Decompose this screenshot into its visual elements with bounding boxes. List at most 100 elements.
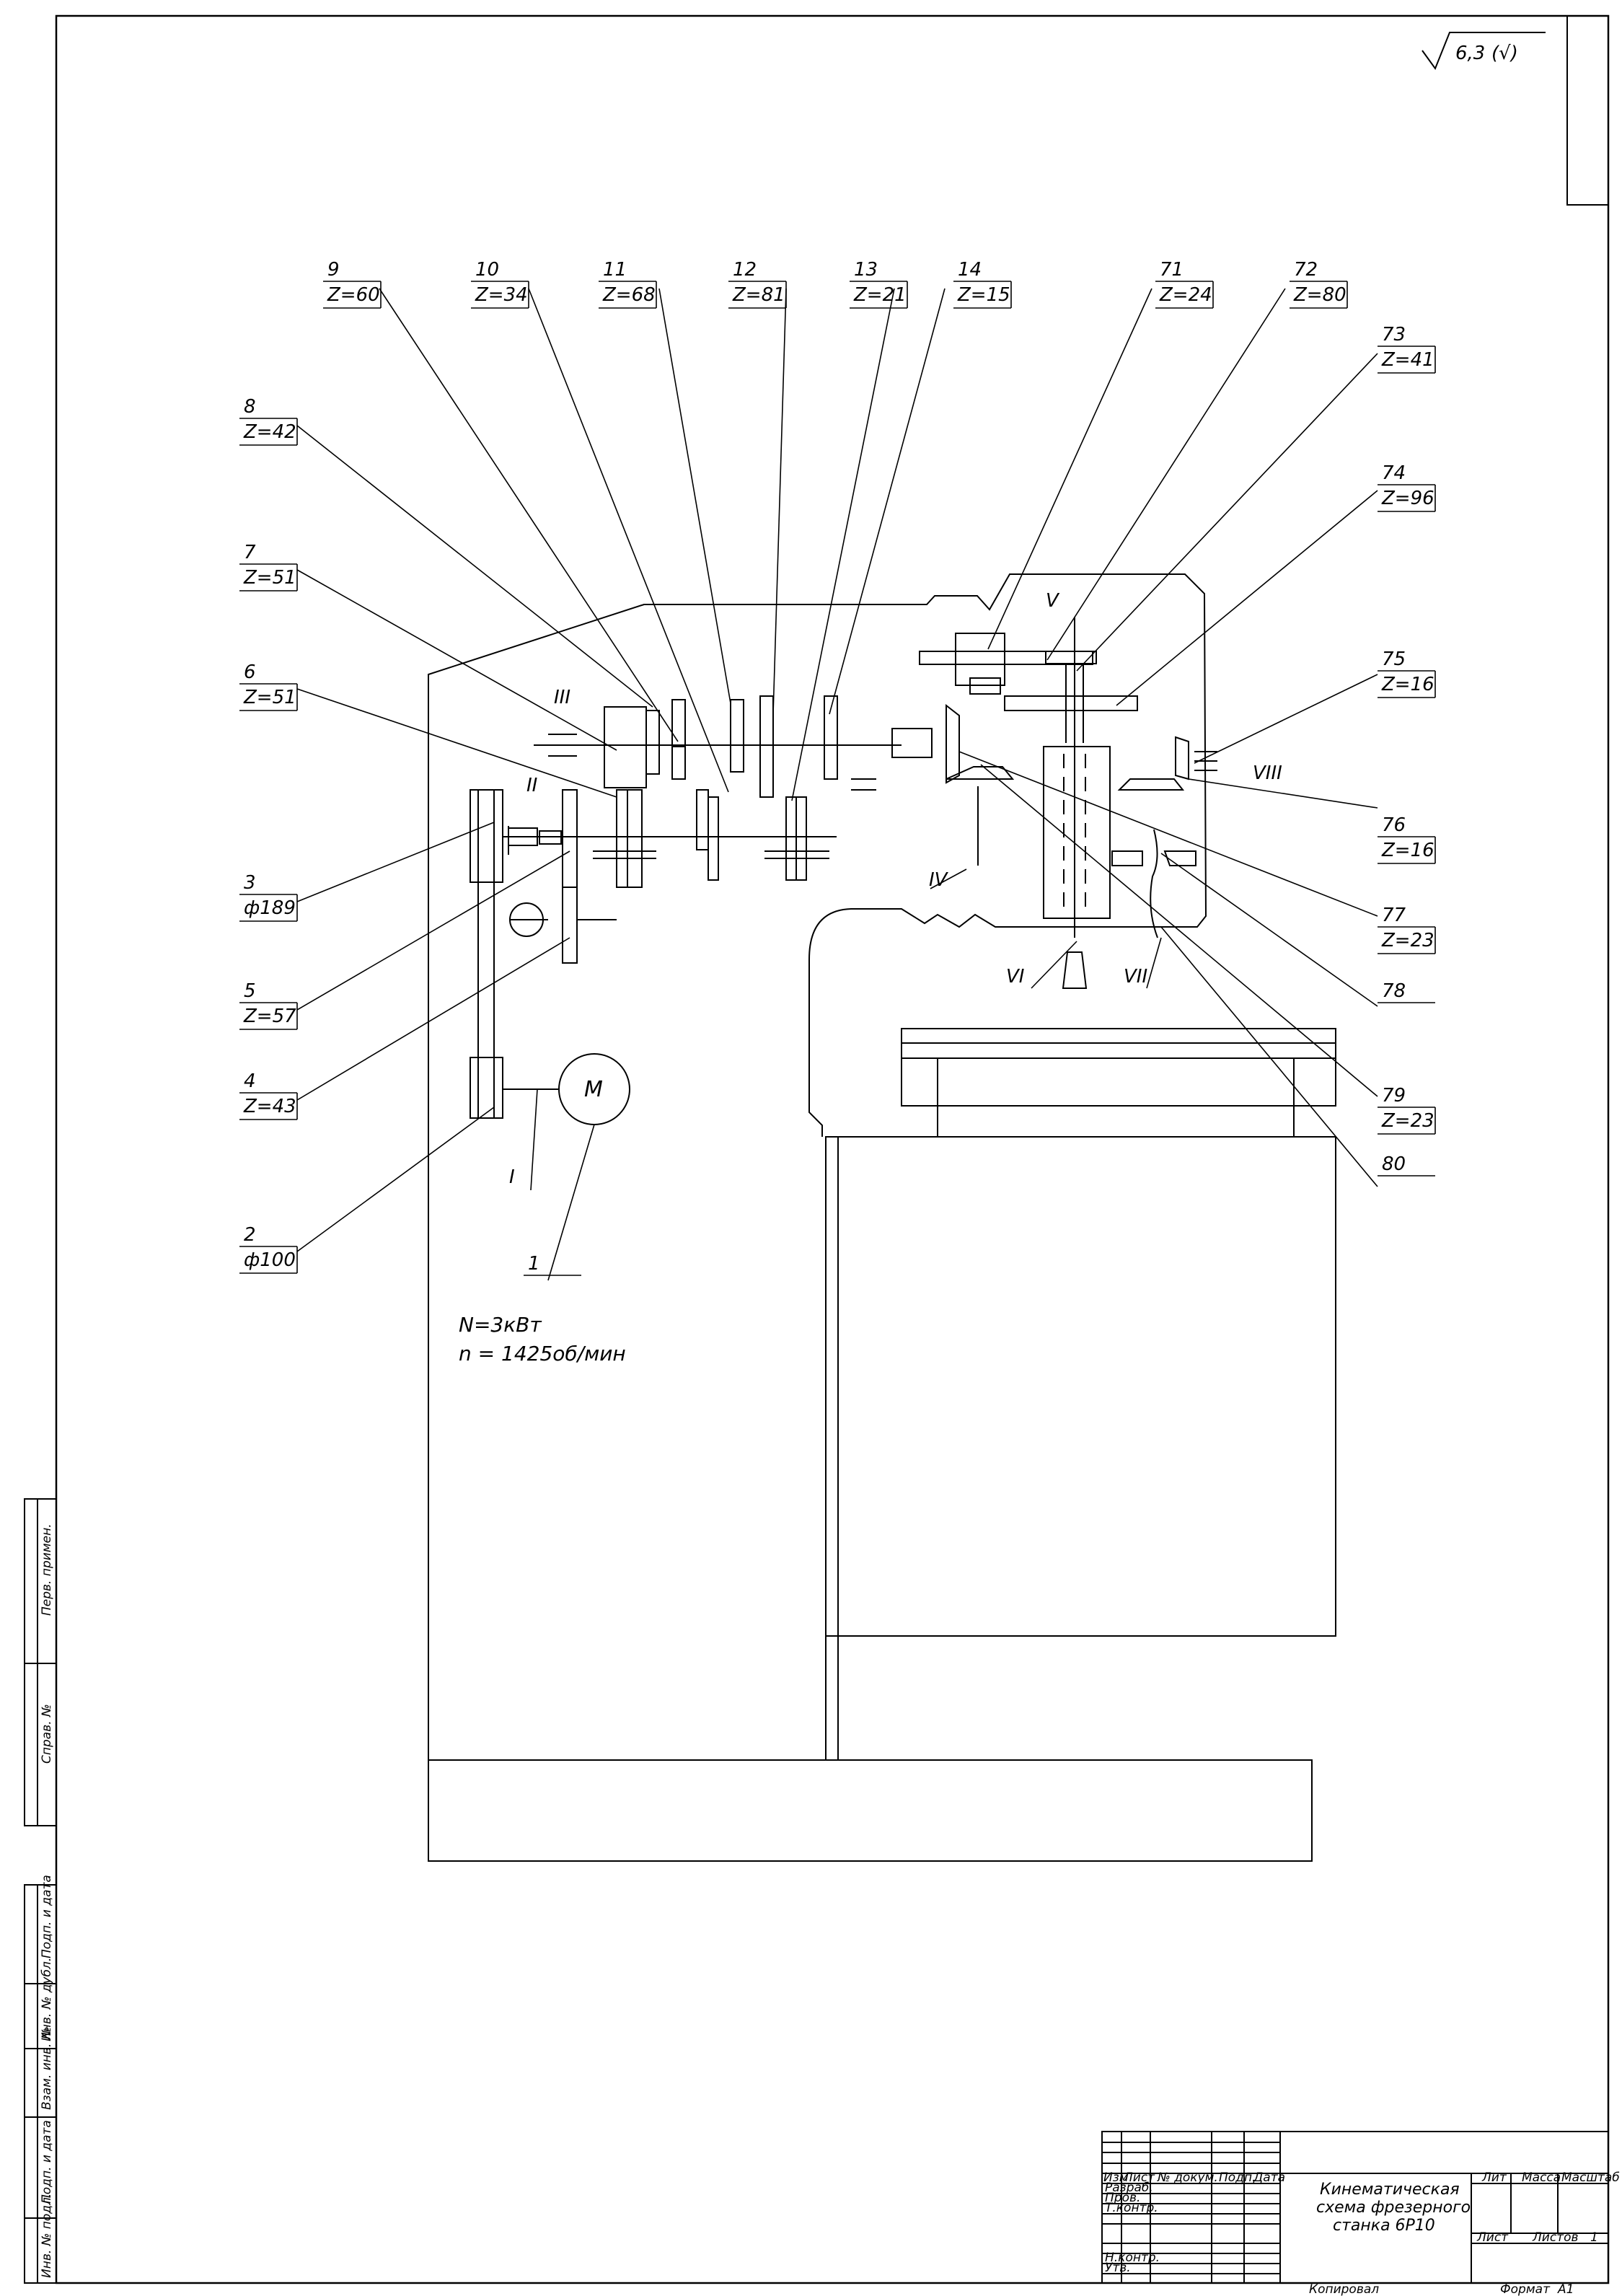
leader-lines: [296, 288, 1378, 1281]
part-value-3: ф189: [244, 897, 296, 919]
shaft-label-III: III: [554, 687, 570, 708]
tb-sheets: Листов: [1532, 2230, 1579, 2245]
part-value-6: Z=51: [243, 687, 296, 708]
machine-table: [901, 1028, 1336, 1107]
tb-lit: Лит: [1481, 2170, 1507, 2185]
part-value-75: Z=16: [1381, 674, 1434, 695]
part-number-80: 80: [1382, 1153, 1406, 1175]
tb-mass: Масса: [1522, 2170, 1561, 2185]
row-razrab: Разраб.: [1105, 2181, 1153, 2195]
part-value-74: Z=96: [1381, 488, 1434, 509]
part-value-7: Z=51: [243, 567, 296, 589]
motor-speed: n = 1425об/мин: [459, 1342, 626, 1365]
part-number-72: 72: [1294, 259, 1318, 281]
part-number-2: 2: [244, 1224, 256, 1246]
tb-format-value: А1: [1557, 2282, 1574, 2296]
part-value-8: Z=42: [243, 421, 296, 443]
part-number-1: 1: [528, 1253, 540, 1275]
part-number-14: 14: [958, 259, 982, 281]
row-utv: Утв.: [1105, 2261, 1131, 2275]
side-stamp-4: Инв. № дубл.: [40, 1958, 54, 2041]
shaft-label-VII: VII: [1124, 966, 1147, 988]
top-right-stamp-box: [1566, 15, 1609, 206]
part-number-13: 13: [854, 259, 878, 281]
side-stamp-2: Справ. №: [40, 1704, 54, 1764]
part-number-10: 10: [475, 259, 499, 281]
shaft-label-IV: IV: [929, 869, 949, 891]
part-value-12: Z=81: [732, 284, 785, 306]
part-value-77: Z=23: [1381, 930, 1434, 951]
part-number-76: 76: [1382, 814, 1406, 836]
roughness-suffix: (√): [1491, 43, 1518, 64]
part-value-76: Z=16: [1381, 840, 1434, 861]
side-stamp-boxes: [24, 1498, 57, 2284]
part-value-72: Z=80: [1293, 284, 1346, 306]
shaft-label-V: V: [1046, 590, 1060, 612]
tb-scale: Масштаб: [1561, 2170, 1620, 2185]
part-labels: 9Z=6010Z=3411Z=6812Z=8113Z=2114Z=1571Z=2…: [243, 259, 1434, 1275]
col-izm: Изм: [1103, 2170, 1129, 2185]
shaft-label-II: II: [526, 775, 537, 796]
part-value-79: Z=23: [1381, 1110, 1434, 1132]
part-number-74: 74: [1382, 462, 1406, 484]
part-value-2: ф100: [244, 1249, 296, 1271]
part-number-78: 78: [1382, 980, 1406, 1002]
part-value-71: Z=24: [1159, 284, 1212, 306]
pulley-100: [470, 1057, 503, 1119]
row-nkontr: Н.контр.: [1105, 2251, 1160, 2265]
spindle-quill: [1043, 746, 1111, 919]
part-number-5: 5: [244, 980, 256, 1002]
roughness-sign: [1422, 32, 1546, 71]
side-stamp-6: Подп. и дата: [40, 2120, 54, 2204]
part-number-6: 6: [244, 661, 256, 683]
part-value-5: Z=57: [243, 1006, 296, 1027]
part-number-4: 4: [244, 1070, 256, 1092]
machine-column-outline: [428, 573, 1207, 1760]
label-underlines: [239, 281, 1436, 1276]
side-stamp-5: Взам. инв. №: [40, 2027, 54, 2110]
part-number-12: 12: [733, 259, 757, 281]
part-value-9: Z=60: [327, 284, 380, 306]
tb-sheets-count: 1: [1590, 2230, 1598, 2245]
part-number-73: 73: [1382, 324, 1406, 346]
pulley-189: [470, 789, 503, 883]
motor-power: N=3кВт: [459, 1313, 542, 1337]
row-tkontr: Т.контр.: [1105, 2201, 1158, 2215]
col-date: Дата: [1253, 2170, 1285, 2185]
shaft-label-VI: VI: [1006, 966, 1024, 988]
side-stamp-3: Подп. и дата: [40, 1875, 54, 1958]
shaft-label-I: I: [509, 1166, 515, 1188]
part-value-73: Z=41: [1381, 349, 1434, 371]
title-line-2: схема фрезерного: [1316, 2199, 1471, 2217]
title-block-frame: [1101, 2131, 1609, 2284]
part-number-11: 11: [603, 259, 627, 281]
col-doc: № докум.: [1157, 2170, 1218, 2185]
roughness-value: 6,3: [1455, 43, 1485, 64]
tb-sheet: Лист: [1476, 2230, 1509, 2245]
part-number-3: 3: [244, 872, 256, 894]
part-number-77: 77: [1382, 905, 1406, 926]
tb-copied: Копировал: [1309, 2282, 1379, 2296]
part-number-8: 8: [244, 396, 256, 418]
part-value-13: Z=21: [853, 284, 907, 306]
part-value-10: Z=34: [475, 284, 528, 306]
drawing-frame: [55, 14, 1610, 2284]
part-number-9: 9: [327, 259, 340, 281]
machine-base: [428, 1759, 1313, 1862]
part-number-79: 79: [1382, 1085, 1406, 1107]
machine-knee: [825, 1136, 1336, 1637]
col-sign: Подп.: [1219, 2170, 1256, 2185]
side-stamp-1: Перв. примен.: [40, 1523, 54, 1616]
part-value-14: Z=15: [957, 284, 1010, 306]
side-stamp-7: Инв. № подл.: [40, 2194, 54, 2278]
title-line-1: Кинематическая: [1320, 2181, 1460, 2199]
row-prov: Пров.: [1105, 2191, 1140, 2205]
tb-format-label: Формат: [1500, 2282, 1551, 2296]
part-value-4: Z=43: [243, 1096, 296, 1117]
motor-symbol-letter: M: [584, 1077, 603, 1102]
cutter-icon: [1062, 951, 1088, 989]
part-value-11: Z=68: [602, 284, 656, 306]
part-number-75: 75: [1382, 648, 1406, 670]
part-number-71: 71: [1160, 259, 1184, 281]
